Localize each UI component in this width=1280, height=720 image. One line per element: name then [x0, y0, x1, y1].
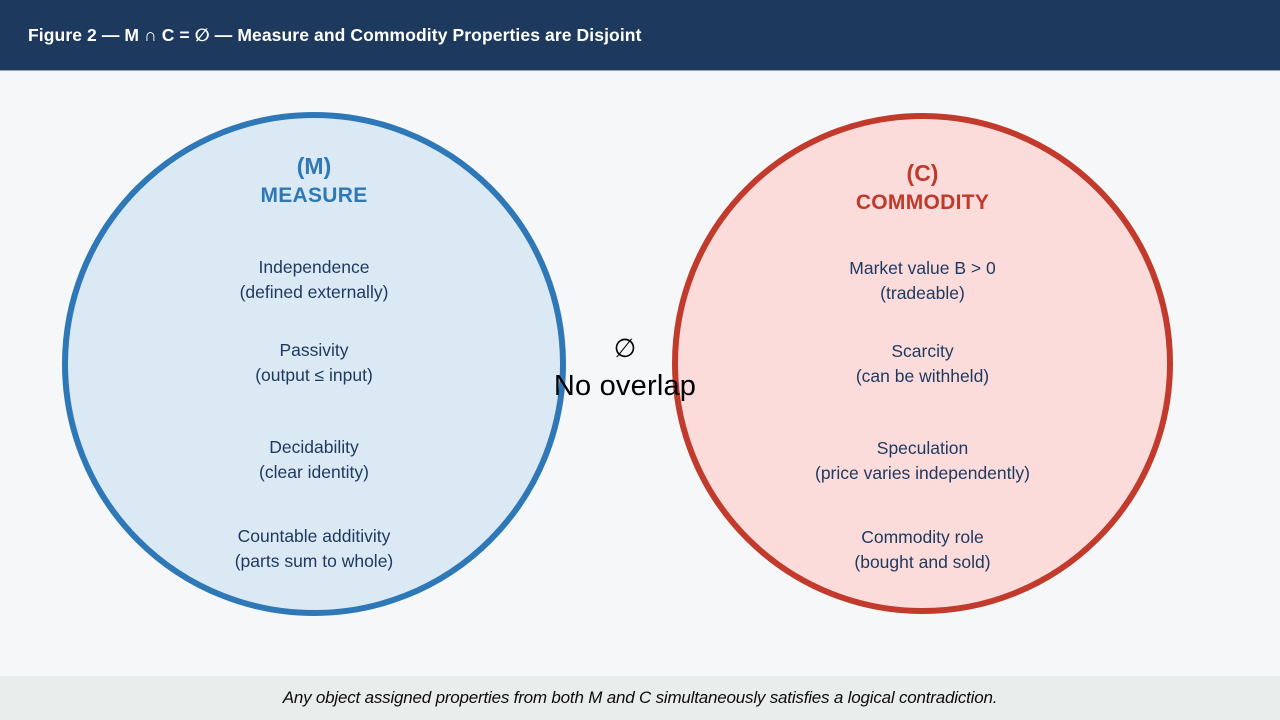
property-subtitle: (defined externally): [239, 282, 389, 302]
commodity-name: COMMODITY: [855, 191, 990, 214]
property-title: Independence: [258, 257, 370, 277]
property-subtitle: (bought and sold): [854, 552, 991, 572]
commodity-items: Market value B > 0 (tradeable) Scarcity …: [678, 256, 1167, 575]
measure-name: MEASURE: [260, 184, 368, 207]
commodity-circle: (C) COMMODITY Market value B > 0 (tradea…: [672, 113, 1173, 614]
property-item: Passivity (output ≤ input): [68, 338, 560, 388]
property-item: Commodity role (bought and sold): [678, 525, 1167, 575]
property-subtitle: (parts sum to whole): [234, 551, 394, 571]
title-bar: Figure 2 — M ∩ C = ∅ — Measure and Commo…: [0, 0, 1280, 71]
property-subtitle: (output ≤ input): [255, 365, 373, 385]
measure-symbol: (M): [296, 153, 332, 179]
figure-title: Figure 2 — M ∩ C = ∅ — Measure and Commo…: [28, 24, 642, 45]
property-item: Independence (defined externally): [68, 255, 560, 305]
property-title: Market value B > 0: [849, 258, 996, 278]
footer-note: Any object assigned properties from both…: [282, 688, 998, 707]
property-subtitle: (price varies independently): [815, 463, 1030, 483]
property-item: Countable additivity (parts sum to whole…: [68, 524, 560, 574]
property-title: Decidability: [269, 437, 359, 457]
property-title: Commodity role: [861, 527, 984, 547]
property-title: Countable additivity: [237, 526, 391, 546]
venn-diagram: (M) MEASURE Independence (defined extern…: [0, 71, 1280, 676]
property-item: Decidability (clear identity): [68, 435, 560, 485]
measure-items: Independence (defined externally) Passiv…: [68, 255, 560, 574]
property-title: Passivity: [279, 340, 349, 360]
footer-bar: Any object assigned properties from both…: [0, 676, 1280, 720]
property-item: Scarcity (can be withheld): [678, 339, 1167, 389]
commodity-symbol: (C): [906, 160, 939, 186]
measure-circle: (M) MEASURE Independence (defined extern…: [62, 112, 566, 616]
disjoint-label: ∅ No overlap: [545, 333, 705, 404]
property-title: Scarcity: [891, 341, 954, 361]
property-subtitle: (can be withheld): [855, 366, 990, 386]
empty-set-symbol: ∅: [613, 333, 637, 363]
property-subtitle: (tradeable): [880, 283, 965, 303]
property-subtitle: (clear identity): [259, 462, 369, 482]
property-item: Speculation (price varies independently): [678, 436, 1167, 486]
property-item: Market value B > 0 (tradeable): [678, 256, 1167, 306]
property-title: Speculation: [876, 438, 969, 458]
no-overlap-label: No overlap: [553, 370, 697, 402]
